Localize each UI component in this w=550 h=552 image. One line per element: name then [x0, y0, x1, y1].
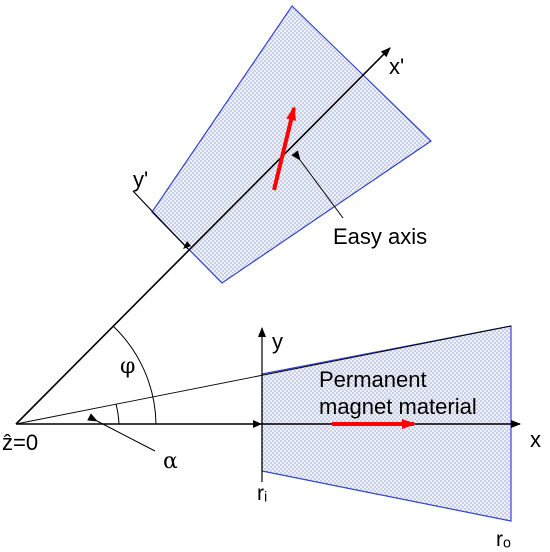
ro-label: rₒ — [496, 528, 511, 551]
easy-axis-leader-line — [291, 150, 344, 219]
x-axis-tick-arrow — [253, 420, 262, 428]
magnet-material-label: magnet material — [319, 394, 477, 419]
y-prime-label: y' — [133, 167, 148, 192]
alpha-reference-line — [15, 325, 512, 425]
phi-label: φ — [120, 354, 135, 379]
alpha-angle-arc — [115, 403, 120, 425]
x-prime-label: x' — [389, 54, 404, 79]
easy-axis-arrow — [272, 106, 297, 191]
rotated-magnet-block — [151, 5, 432, 284]
phi-angle-arc — [112, 325, 157, 425]
easy-axis-label: Easy axis — [333, 224, 427, 249]
x-prime-axis-tick-arrow — [183, 241, 191, 249]
ri-label: rᵢ — [257, 482, 267, 505]
z-zero-label: ẑ=0 — [2, 430, 38, 455]
x-prime-axis — [15, 47, 391, 425]
y-label: y — [272, 329, 283, 354]
x-label: x — [530, 427, 541, 452]
permanent-label: Permanent — [319, 367, 427, 392]
alpha-leader-line — [87, 413, 156, 452]
alpha-label: α — [163, 449, 178, 474]
y-prime-axis — [132, 190, 189, 250]
